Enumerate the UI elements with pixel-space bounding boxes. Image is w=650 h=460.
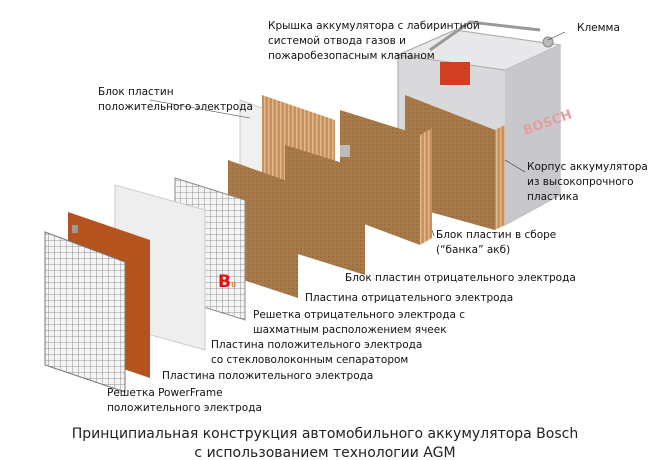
mark-b: Bв	[218, 272, 237, 292]
label-negative-block: Блок пластин отрицательного электрода	[345, 272, 576, 284]
label-assembled-block: Блок пластин в сборе (“банка” акб)	[436, 229, 557, 256]
lug	[72, 225, 78, 233]
handle	[429, 20, 541, 52]
label-negative-plate: Пластина отрицательного электрода	[305, 292, 514, 304]
label-positive-plate: Пластина положительного электрода	[162, 370, 374, 382]
powerframe-grid	[44, 231, 126, 393]
negative-plate-block	[285, 145, 365, 275]
label-terminal: Клемма	[577, 22, 620, 34]
caption: Принципиальная конструкция автомобильног…	[71, 426, 579, 460]
lug	[340, 145, 350, 157]
terminal-icon	[542, 36, 554, 48]
cover-cutaway	[440, 62, 470, 85]
